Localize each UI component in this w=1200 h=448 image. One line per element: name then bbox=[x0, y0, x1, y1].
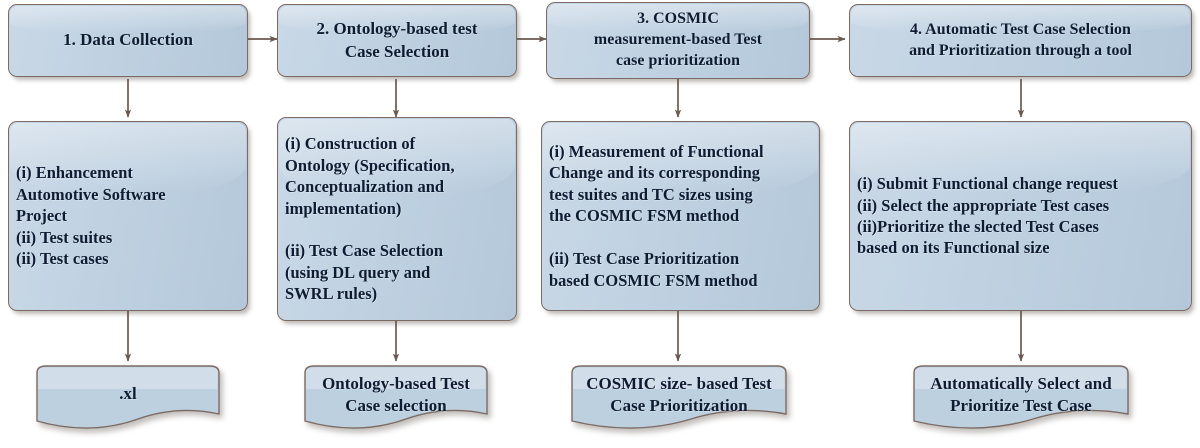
document-shape bbox=[571, 365, 787, 429]
phase-2-activities-box[interactable]: (i) Construction of Ontology (Specificat… bbox=[277, 117, 517, 321]
phase-3-activities-box[interactable]: (i) Measurement of Functional Change and… bbox=[541, 121, 820, 311]
phase-3-step-label: 3. COSMIC measurement-based Test case pr… bbox=[593, 10, 763, 69]
phase-2-step-label: 2. Ontology-based test Case Selection bbox=[316, 19, 478, 61]
document-shape bbox=[913, 365, 1129, 429]
phase-1-output-doc[interactable]: .xl bbox=[28, 365, 228, 433]
phase-3-output-label: COSMIC size- based Test Case Prioritizat… bbox=[586, 374, 772, 415]
phase-4-output-doc[interactable]: Automatically Select and Prioritize Test… bbox=[905, 365, 1137, 433]
phase-2-output-label: Ontology-based Test Case selection bbox=[322, 374, 470, 415]
phase-2-step-box[interactable]: 2. Ontology-based test Case Selection bbox=[277, 4, 517, 77]
phase-2-activities-text: (i) Construction of Ontology (Specificat… bbox=[285, 134, 455, 304]
phase-1-activities-box[interactable]: (i) Enhancement Automotive Software Proj… bbox=[8, 121, 248, 311]
phase-3-step-box[interactable]: 3. COSMIC measurement-based Test case pr… bbox=[546, 2, 810, 79]
phase-2-output-doc[interactable]: Ontology-based Test Case selection bbox=[296, 365, 496, 433]
phase-4-step-label: 4. Automatic Test Case Selection and Pri… bbox=[909, 20, 1132, 59]
phase-4-activities-text: (i) Submit Functional change request (ii… bbox=[857, 174, 1118, 258]
phase-3-output-doc[interactable]: COSMIC size- based Test Case Prioritizat… bbox=[563, 365, 795, 433]
phase-1-activities-text: (i) Enhancement Automotive Software Proj… bbox=[16, 163, 166, 269]
phase-1-step-label: 1. Data Collection bbox=[63, 30, 193, 50]
phase-1-step-box[interactable]: 1. Data Collection bbox=[8, 4, 248, 77]
phase-3-activities-text: (i) Measurement of Functional Change and… bbox=[549, 141, 764, 290]
document-shape bbox=[304, 365, 488, 429]
phase-1-output-label: .xl bbox=[119, 384, 137, 403]
phase-4-output-label: Automatically Select and Prioritize Test… bbox=[930, 374, 1112, 415]
phase-4-activities-box[interactable]: (i) Submit Functional change request (ii… bbox=[849, 121, 1192, 311]
phase-4-step-box[interactable]: 4. Automatic Test Case Selection and Pri… bbox=[849, 4, 1192, 77]
document-shape bbox=[36, 365, 220, 429]
